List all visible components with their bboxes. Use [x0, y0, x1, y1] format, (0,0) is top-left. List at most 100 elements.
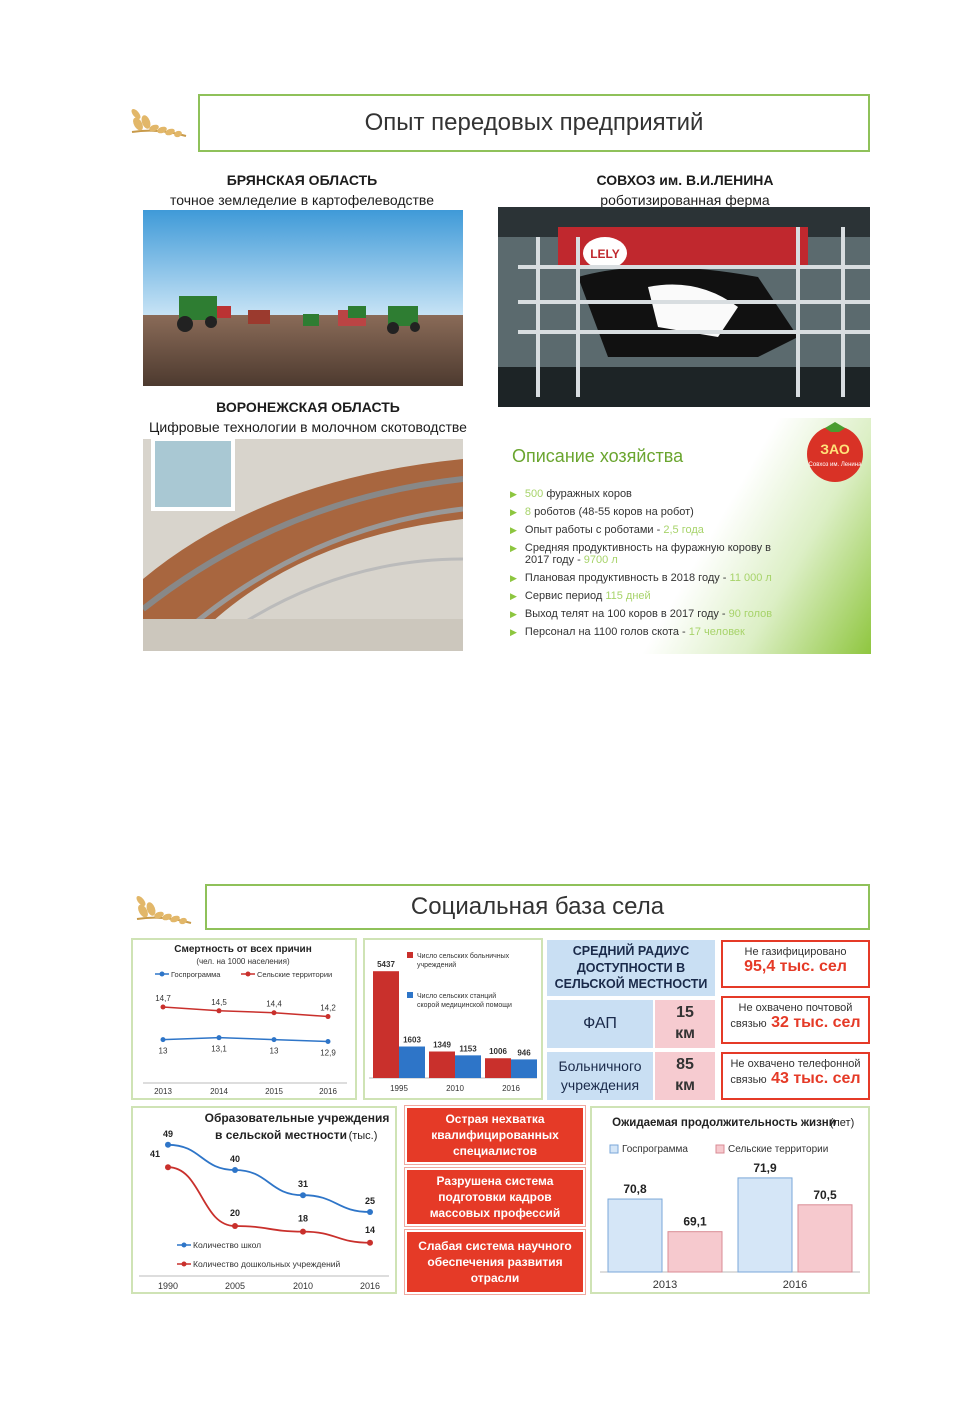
mortality-data-label: 13: [270, 1047, 279, 1056]
hospitals-x-tick: 2010: [446, 1084, 464, 1093]
stat-phone-text2: связью: [730, 1074, 767, 1086]
life-x-tick: 2013: [653, 1279, 677, 1291]
hospitals-x-tick: 2016: [502, 1084, 520, 1093]
education-point: [300, 1228, 306, 1235]
hospitals-bar: [429, 1051, 455, 1078]
zao-sovkhoz-logo: ЗАО Совхоз им. Ленина: [803, 420, 867, 484]
farm-fact-text: Плановая продуктивность в 2018 году - 11…: [525, 572, 772, 584]
farm-fact-item: ▶ 500 фуражных коров: [510, 488, 790, 500]
mortality-point: [216, 1035, 222, 1041]
legend-ambulance-line1: Число сельских станций: [417, 992, 496, 1000]
education-data-label: 18: [298, 1214, 308, 1224]
mortality-point: [271, 1037, 277, 1043]
farm-fact-value: 2,5 года: [663, 524, 704, 536]
legend-selskie: Сельские территории: [257, 970, 332, 979]
farm-fact-text: 500 фуражных коров: [525, 488, 632, 500]
mortality-point: [271, 1010, 277, 1016]
legend-gosprogramma: Госпрограмма: [171, 970, 221, 979]
mortality-subtitle: (чел. на 1000 населения): [196, 957, 290, 966]
education-data-label: 49: [163, 1129, 173, 1139]
mortality-point: [160, 1037, 166, 1043]
education-point: [165, 1141, 171, 1148]
mortality-x-tick: 2014: [210, 1087, 228, 1096]
wheat-logo-icon-2: [133, 889, 195, 933]
hospitals-bar: [485, 1058, 511, 1078]
life-bar-label: 71,9: [753, 1161, 777, 1175]
farm-fact-text: Опыт работы с роботами - 2,5 года: [525, 524, 704, 536]
legend-hospitals-line1: Число сельских больничных: [417, 952, 510, 960]
radius-fap-number: 15: [676, 1004, 694, 1022]
mortality-data-label: 14,7: [155, 994, 171, 1003]
life-legend-gos: Госпрограмма: [622, 1144, 688, 1155]
education-x-tick: 2010: [293, 1281, 313, 1291]
bullet-arrow-icon: ▶: [510, 525, 517, 535]
legend-schools-marker: [181, 1242, 187, 1248]
education-data-label: 40: [230, 1154, 240, 1164]
stat-post-text2: связью: [730, 1018, 767, 1030]
hospitals-bar-label: 1006: [489, 1047, 507, 1056]
bullet-arrow-icon: ▶: [510, 489, 517, 499]
education-line-0: [167, 1143, 371, 1213]
farm-fact-label: Плановая продуктивность в 2018 году -: [524, 572, 730, 584]
legend-preschool: Количество дошкольных учреждений: [193, 1259, 341, 1269]
farm-fact-item: ▶Персонал на 1100 голов скота - 17 челов…: [510, 626, 790, 638]
radius-fap-value: 15 км: [655, 1000, 715, 1048]
life-bar-label: 70,5: [813, 1188, 837, 1202]
farm-fact-value: 11 000 л: [729, 572, 772, 584]
farm-fact-label: роботов (48-55 коров на робот): [531, 506, 694, 518]
legend-hospitals-line2: учреждений: [417, 961, 456, 969]
life-bar-label: 70,8: [623, 1182, 647, 1196]
stat-phone-text: Не охвачено телефонной: [730, 1058, 861, 1070]
education-data-label: 20: [230, 1208, 240, 1218]
stat-post-text: Не охвачено почтовой: [738, 1002, 853, 1014]
farm-heading: Описание хозяйства: [512, 446, 684, 466]
hospitals-bar: [373, 971, 399, 1078]
education-x-tick: 1990: [158, 1281, 178, 1291]
stat-phone-box: Не охвачено телефонной связью 43 тыс. се…: [721, 1052, 870, 1100]
life-expectancy-panel: Ожидаемая продолжительность жизни (лет) …: [590, 1106, 870, 1294]
stat-phone-value: 43 тыс. сел: [771, 1070, 861, 1087]
education-line-1: [167, 1166, 371, 1244]
mortality-line-1: [162, 1006, 329, 1018]
mortality-data-label: 12,9: [320, 1049, 336, 1058]
hospitals-chart: Число сельских больничных учреждений Чис…: [369, 952, 537, 1093]
education-data-label: 31: [298, 1179, 308, 1189]
farm-fact-item: ▶8 роботов (48-55 коров на робот): [510, 506, 790, 518]
life-bar: [667, 1231, 723, 1273]
farm-fact-text: Сервис период 115 дней: [525, 590, 651, 602]
stat-gas-box: Не газифицировано 95,4 тыс. сел: [721, 940, 870, 988]
logo-sovkhoz-text: Совхоз им. Ленина: [809, 462, 863, 468]
education-data-label: 25: [365, 1196, 375, 1206]
stat-post-value: 32 тыс. сел: [771, 1014, 861, 1031]
logo-zao-text: ЗАО: [820, 441, 850, 457]
life-bar: [737, 1177, 793, 1273]
hospitals-bar-label: 946: [517, 1048, 531, 1057]
bullet-arrow-icon: ▶: [510, 507, 517, 517]
farm-fact-label: Опыт работы с роботами -: [524, 524, 664, 536]
radius-fap-label: ФАП: [547, 1000, 653, 1048]
mortality-title: Смертность от всех причин: [174, 944, 312, 955]
mortality-x-tick: 2015: [265, 1087, 283, 1096]
radius-header-text: СРЕДНИЙ РАДИУС ДОСТУПНОСТИ В СЕЛЬСКОЙ МЕ…: [547, 940, 715, 996]
legend-hospitals-swatch: [407, 952, 413, 958]
hospitals-chart-panel: Число сельских больничных учреждений Чис…: [363, 938, 543, 1100]
mortality-chart: Смертность от всех причин (чел. на 1000 …: [143, 944, 347, 1096]
farm-description-panel: Описание хозяйства ЗАО Совхоз им. Ленина…: [498, 418, 871, 654]
slide1-title: Опыт передовых предприятий: [198, 94, 870, 152]
mortality-data-label: 14,2: [320, 1004, 336, 1013]
bullet-arrow-icon: ▶: [510, 609, 517, 619]
education-point: [367, 1239, 373, 1246]
hospitals-bar-label: 5437: [377, 960, 395, 969]
legend-gos-swatch: [609, 1144, 619, 1154]
slide2-title: Социальная база села: [205, 884, 870, 930]
problem-training: Разрушена система подготовки кадров масс…: [405, 1168, 585, 1226]
lely-logo: LELY: [590, 247, 620, 261]
bullet-arrow-icon: ▶: [510, 543, 517, 553]
farm-fact-text: Персонал на 1100 голов скота - 17 челове…: [525, 626, 745, 638]
radius-hospital-value: 85 км: [655, 1052, 715, 1100]
life-x-tick: 2016: [783, 1279, 807, 1291]
voronezh-subtitle: Цифровые технологии в молочном скотоводс…: [149, 419, 467, 435]
hospitals-bar: [511, 1059, 537, 1078]
radius-hospital-unit: км: [675, 1077, 695, 1094]
legend-gosprogramma-marker: [159, 971, 165, 977]
